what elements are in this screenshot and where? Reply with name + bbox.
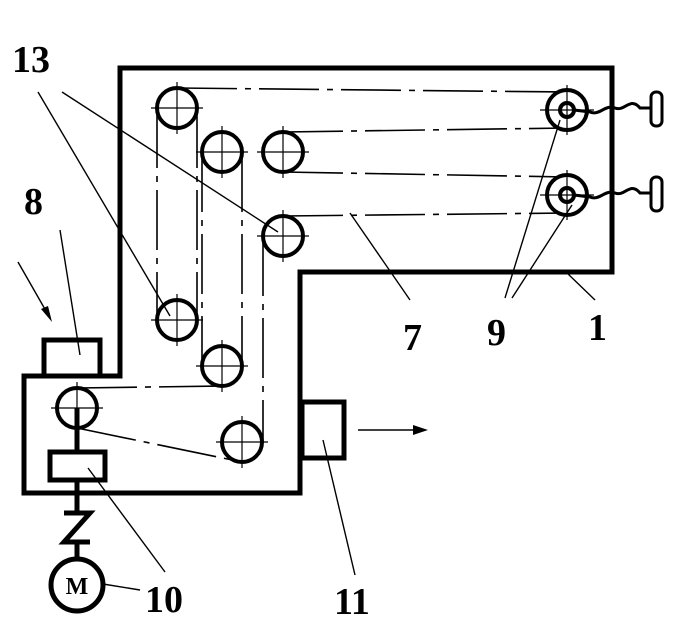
pulley (196, 340, 248, 392)
pulley (257, 210, 309, 262)
end-pulley-top (540, 85, 664, 135)
output-unit-box (299, 399, 347, 461)
end-pulleys (540, 85, 664, 220)
label-9: 9 (487, 312, 506, 354)
chains (76, 87, 568, 463)
leader-lines (37, 91, 596, 591)
output-arrow (358, 425, 428, 435)
end-pulley-bottom (540, 170, 664, 220)
pulley (151, 294, 203, 346)
handle-bottom[interactable] (649, 175, 664, 213)
input-unit-box (41, 337, 103, 379)
pulleys (51, 82, 309, 468)
pulley (151, 82, 203, 134)
handle-top[interactable] (649, 90, 664, 128)
pulley (196, 126, 248, 178)
pulley (257, 126, 309, 178)
motor-icon (48, 556, 106, 614)
pulley (216, 416, 268, 468)
drive-unit-box (47, 449, 108, 483)
label-7: 7 (403, 317, 422, 359)
label-1: 1 (588, 307, 607, 349)
input-arrow (17, 261, 52, 322)
drive-train: M (47, 408, 108, 614)
coupling-icon (58, 510, 96, 545)
label-13: 13 (12, 39, 50, 81)
label-8: 8 (24, 181, 43, 223)
label-11: 11 (334, 581, 370, 623)
label-10: 10 (145, 579, 183, 621)
motor-label: M (66, 574, 89, 600)
